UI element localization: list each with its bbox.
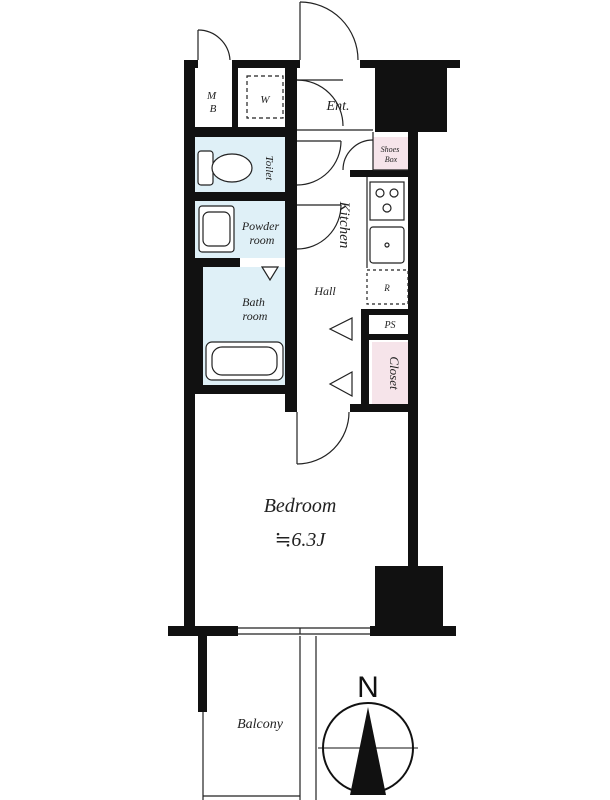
right-exterior-wall bbox=[408, 132, 418, 572]
bath-room-label-line1: Bath bbox=[242, 295, 265, 309]
burner-2 bbox=[389, 188, 399, 198]
powder-basin bbox=[202, 211, 231, 247]
balcony-post bbox=[198, 636, 207, 712]
bedroom-size-label: ≒6.3J bbox=[275, 529, 327, 551]
refrigerator-label: R bbox=[383, 283, 390, 293]
closet-marker-bottom bbox=[328, 370, 353, 398]
room-fills bbox=[195, 137, 408, 404]
powder-room-label: Powder room bbox=[241, 219, 282, 247]
markers bbox=[260, 266, 353, 398]
doors bbox=[197, 1, 374, 465]
balcony-label: Balcony bbox=[237, 717, 284, 732]
powder-bottom-wall bbox=[195, 258, 240, 267]
hall-bottom-wall-right bbox=[350, 404, 418, 412]
hall-label: Hall bbox=[313, 284, 336, 298]
sink-drain bbox=[384, 242, 390, 248]
mb-label-b: B bbox=[210, 103, 217, 115]
ps-closet-left-wall bbox=[361, 313, 369, 405]
bottom-wall-right bbox=[370, 626, 456, 636]
water-heater-box bbox=[246, 75, 284, 119]
toilet-tank bbox=[197, 150, 214, 186]
closet-fill bbox=[372, 342, 408, 404]
bathtub-inner bbox=[211, 346, 278, 376]
compass-needle bbox=[350, 707, 386, 795]
kitchen-top-wall bbox=[350, 170, 408, 177]
thin-lines bbox=[202, 129, 409, 800]
bath-left-wall bbox=[195, 267, 203, 387]
powder-room-label-line1: Powder bbox=[241, 219, 280, 233]
top-wall-mid bbox=[232, 60, 300, 68]
bottom-wall-left bbox=[168, 626, 238, 636]
bath-bottom-wall bbox=[184, 385, 297, 394]
wet-area-right-wall bbox=[285, 137, 297, 407]
mb-label: M B bbox=[206, 90, 219, 115]
shoes-box-swing bbox=[342, 139, 374, 171]
burner-3 bbox=[382, 203, 392, 213]
powder-door-swing bbox=[296, 204, 342, 250]
entrance-label: Ent. bbox=[326, 99, 350, 114]
hall-bottom-wall-left bbox=[285, 404, 297, 412]
compass-north-label: N bbox=[357, 671, 379, 704]
shoes-box-fill bbox=[373, 137, 408, 170]
bath-entry-marker bbox=[260, 266, 280, 282]
shoes-box-label: Shoes Box bbox=[381, 145, 402, 164]
toilet-label: Toilet bbox=[263, 156, 275, 182]
left-exterior-wall bbox=[184, 60, 195, 635]
stove bbox=[369, 181, 405, 221]
labels: M B W Ent. Shoes Box Toilet Kitchen Powd… bbox=[206, 90, 402, 732]
compass: N bbox=[318, 671, 418, 795]
toilet-bottom-wall bbox=[184, 192, 297, 201]
burner-1 bbox=[375, 188, 385, 198]
closet-marker-top bbox=[328, 317, 353, 341]
mb-door-swing bbox=[197, 29, 231, 61]
bath-room-label: Bath room bbox=[242, 295, 268, 323]
shoes-box-label-line1: Shoes bbox=[381, 145, 400, 154]
bedroom-door-swing bbox=[296, 411, 350, 465]
closet-label: Closet bbox=[387, 356, 402, 390]
mb-w-divider bbox=[232, 68, 238, 128]
bottom-right-column bbox=[375, 566, 443, 628]
w-door-swing bbox=[296, 79, 344, 127]
powder-room-label-line2: room bbox=[250, 233, 275, 247]
mb-label-m: M bbox=[206, 90, 217, 102]
w-ent-divider bbox=[285, 68, 297, 130]
fixtures bbox=[197, 75, 405, 381]
upper-horizontal-wall bbox=[184, 127, 297, 137]
ps-label: PS bbox=[383, 320, 395, 331]
top-wall-left bbox=[184, 60, 198, 68]
entrance-door-swing bbox=[299, 1, 359, 61]
w-label: W bbox=[260, 94, 270, 106]
shoes-box-label-line2: Box bbox=[385, 155, 398, 164]
walls bbox=[168, 60, 460, 712]
bedroom-label: Bedroom bbox=[264, 495, 337, 517]
top-right-column bbox=[375, 60, 447, 132]
ps-top-wall bbox=[361, 309, 408, 315]
bath-room-label-line2: room bbox=[243, 309, 268, 323]
kitchen-label: Kitchen bbox=[336, 201, 352, 249]
refrigerator-space bbox=[366, 269, 409, 305]
toilet-door-swing bbox=[296, 140, 342, 186]
ps-bottom-wall bbox=[369, 334, 408, 340]
toilet-bowl bbox=[211, 153, 253, 183]
